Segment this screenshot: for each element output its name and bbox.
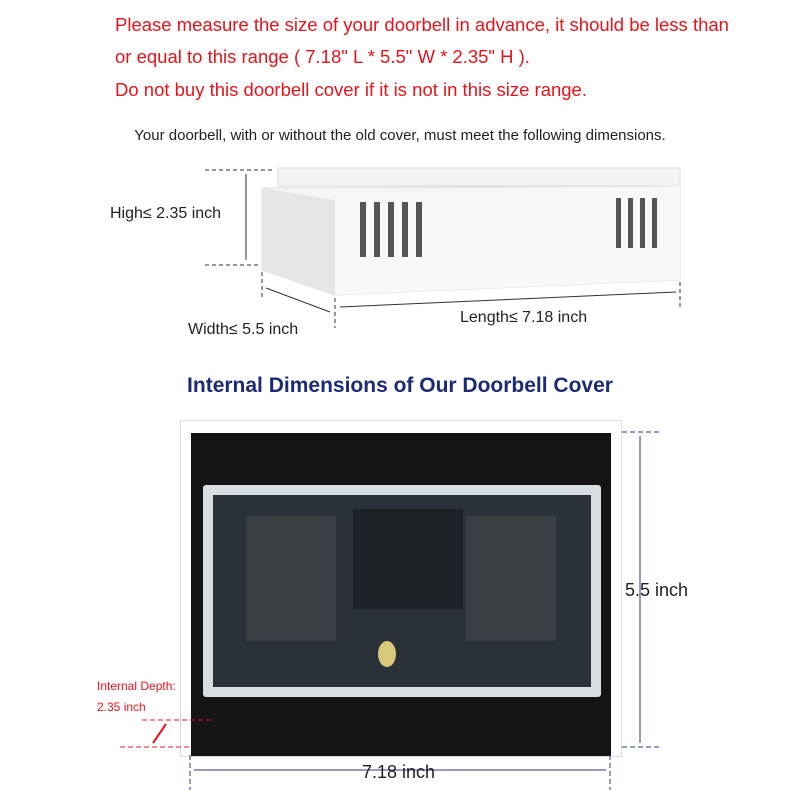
notice-line-3: Do not buy this doorbell cover if it is … bbox=[115, 79, 587, 100]
subtitle: Your doorbell, with or without the old c… bbox=[134, 127, 666, 144]
notice-line-1: Please measure the size of your doorbell… bbox=[115, 14, 729, 35]
depth-label: Internal Depth: bbox=[97, 679, 176, 693]
height-dimension: 5.5 inch bbox=[625, 580, 689, 600]
doorbell-diagram bbox=[205, 167, 681, 328]
section-title: Internal Dimensions of Our Doorbell Cove… bbox=[187, 374, 613, 397]
notice-line-2: or equal to this range ( 7.18" L * 5.5" … bbox=[115, 46, 530, 67]
depth-value: 2.35 inch bbox=[97, 700, 146, 714]
width-label: Width≤ 5.5 inch bbox=[188, 321, 299, 338]
length-dimension: 7.18 inch bbox=[362, 762, 436, 782]
cover-photo bbox=[180, 420, 622, 757]
length-label: Length≤ 7.18 inch bbox=[460, 309, 588, 326]
high-label: High≤ 2.35 inch bbox=[110, 205, 222, 222]
